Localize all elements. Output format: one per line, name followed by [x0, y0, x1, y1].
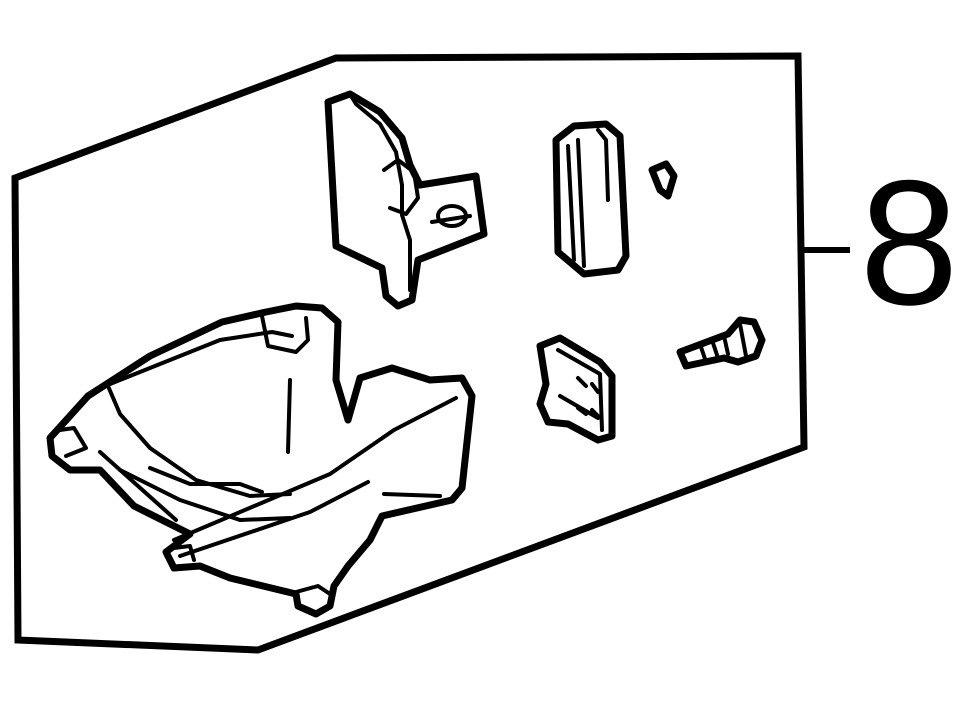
small-clip[interactable] — [648, 160, 678, 200]
screw[interactable] — [676, 316, 766, 370]
callout-number: 8 — [859, 143, 959, 342]
cup-holder-tray[interactable] — [46, 302, 476, 618]
retainer-clip[interactable] — [536, 334, 616, 444]
upper-bracket[interactable] — [324, 90, 488, 310]
latch-block[interactable] — [552, 120, 630, 278]
